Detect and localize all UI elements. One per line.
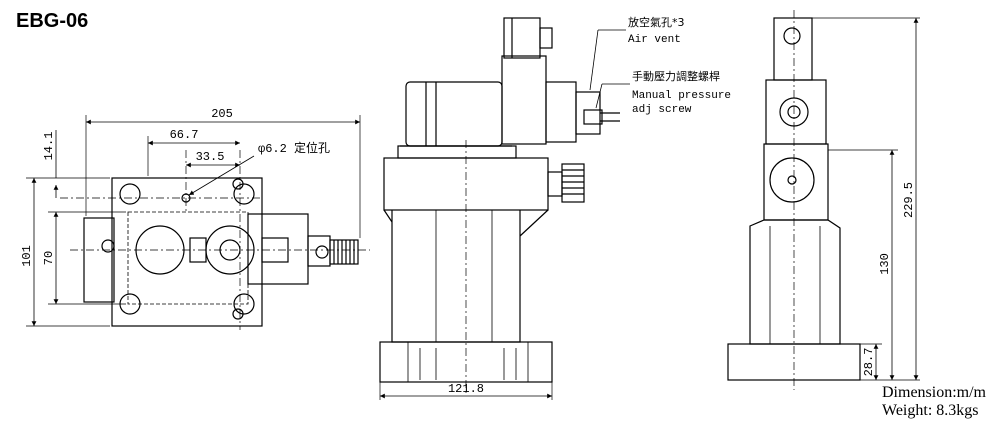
dim-hole: φ6.2 定位孔 <box>258 140 330 156</box>
manual-label-en-1: Manual pressure <box>632 90 731 102</box>
side-view-connector <box>773 17 813 81</box>
top-view-hole-br <box>233 293 255 315</box>
dim-14-1: 14.1 <box>42 132 56 161</box>
dim-229-5: 229.5 <box>902 182 916 218</box>
top-view-hole-tr <box>233 183 255 205</box>
weight-label: Weight: 8.3kgs <box>882 402 979 419</box>
manual-label-cn: 手動壓力調整螺桿 <box>632 69 720 83</box>
top-view-knob <box>329 239 359 265</box>
side-view <box>727 10 920 390</box>
top-view-left-block <box>83 217 115 303</box>
front-view-knob <box>561 163 585 203</box>
dim-70: 70 <box>42 251 56 265</box>
side-view-lower-body <box>749 219 841 345</box>
dim-33-5: 33.5 <box>196 150 225 164</box>
dim-205: 205 <box>211 107 233 121</box>
dim-28-7: 28.7 <box>862 348 876 377</box>
air-vent-label-en: Air vent <box>628 34 681 46</box>
dim-121-8: 121.8 <box>448 382 484 396</box>
dimension-unit: Dimension:m/m <box>882 384 986 401</box>
front-view-connector <box>503 17 541 59</box>
dim-66-7: 66.7 <box>170 128 199 142</box>
front-view-lower-body <box>391 210 521 343</box>
footer-info: Dimension:m/m Weight: 8.3kgs <box>882 384 986 420</box>
air-vent-label-cn: 放空氣孔*3 <box>628 15 685 29</box>
top-view-hole-tl <box>119 183 141 205</box>
side-view-solenoid <box>765 79 827 145</box>
dim-130: 130 <box>878 253 892 275</box>
front-view <box>379 17 630 400</box>
top-view-port-left <box>135 225 185 275</box>
dim-101: 101 <box>20 245 34 267</box>
front-view-solenoid <box>501 55 547 145</box>
drawing-title: EBG-06 <box>16 10 89 32</box>
front-view-cylinder <box>405 81 503 147</box>
manual-label-en-2: adj screw <box>632 104 692 116</box>
